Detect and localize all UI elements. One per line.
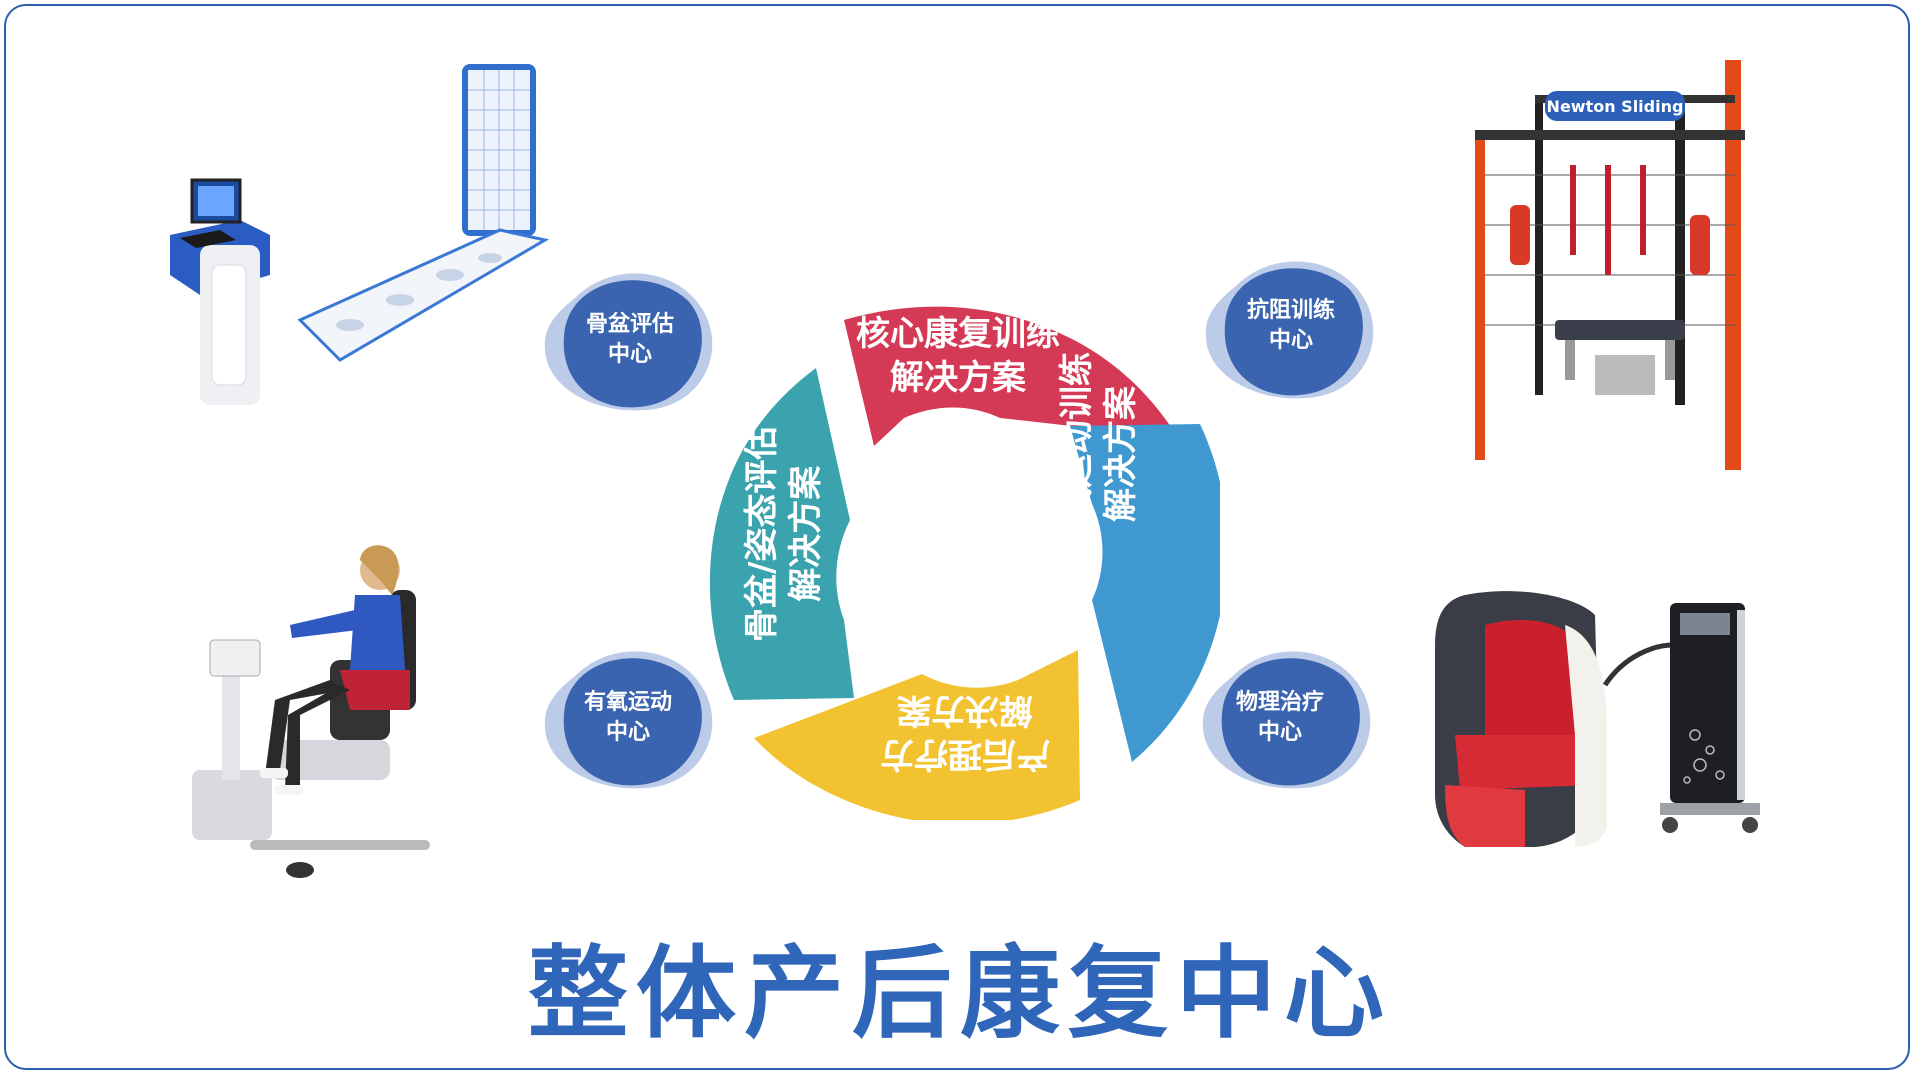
ring-segment-core <box>844 306 1178 446</box>
ring-label-pelvic: 骨盆/姿态评估 解决方案 <box>742 425 826 642</box>
ring-label-aerobic: 有氧运动训练 解决方案 <box>1057 352 1141 556</box>
bubble-pelvic-center <box>544 273 713 411</box>
solution-ring-diagram <box>709 306 1220 820</box>
bubble-aerobic-center <box>544 651 713 789</box>
aerobic-exercise-bike-image <box>192 545 430 878</box>
ring-label-postpartum: 产后理疗方 解决方案 <box>880 690 1050 774</box>
bubble-label-resistance: 抗阻训练中心 <box>1246 298 1335 353</box>
sling-banner-text: Newton Sliding <box>1547 97 1684 116</box>
page-title: 整体产后康复中心 <box>528 935 1392 1052</box>
bubble-label-aerobic: 有氧运动中心 <box>583 690 672 745</box>
ring-segment-aerobic <box>1070 424 1220 762</box>
bubble-label-physio: 物理治疗中心 <box>1235 690 1324 745</box>
ring-segment-postpartum <box>754 650 1080 820</box>
bubble-label-pelvic: 骨盆评估中心 <box>585 312 674 367</box>
bubble-physio-center <box>1202 651 1371 789</box>
posture-assessment-device-image <box>170 64 550 405</box>
ring-label-core: 核心康复训练 解决方案 <box>856 314 1060 398</box>
bubble-resistance-center <box>1205 261 1374 399</box>
sling-training-frame-image: Newton Sliding <box>1475 60 1745 470</box>
physical-therapy-equipment-image <box>1435 591 1760 847</box>
ring-segment-pelvic <box>709 368 854 700</box>
